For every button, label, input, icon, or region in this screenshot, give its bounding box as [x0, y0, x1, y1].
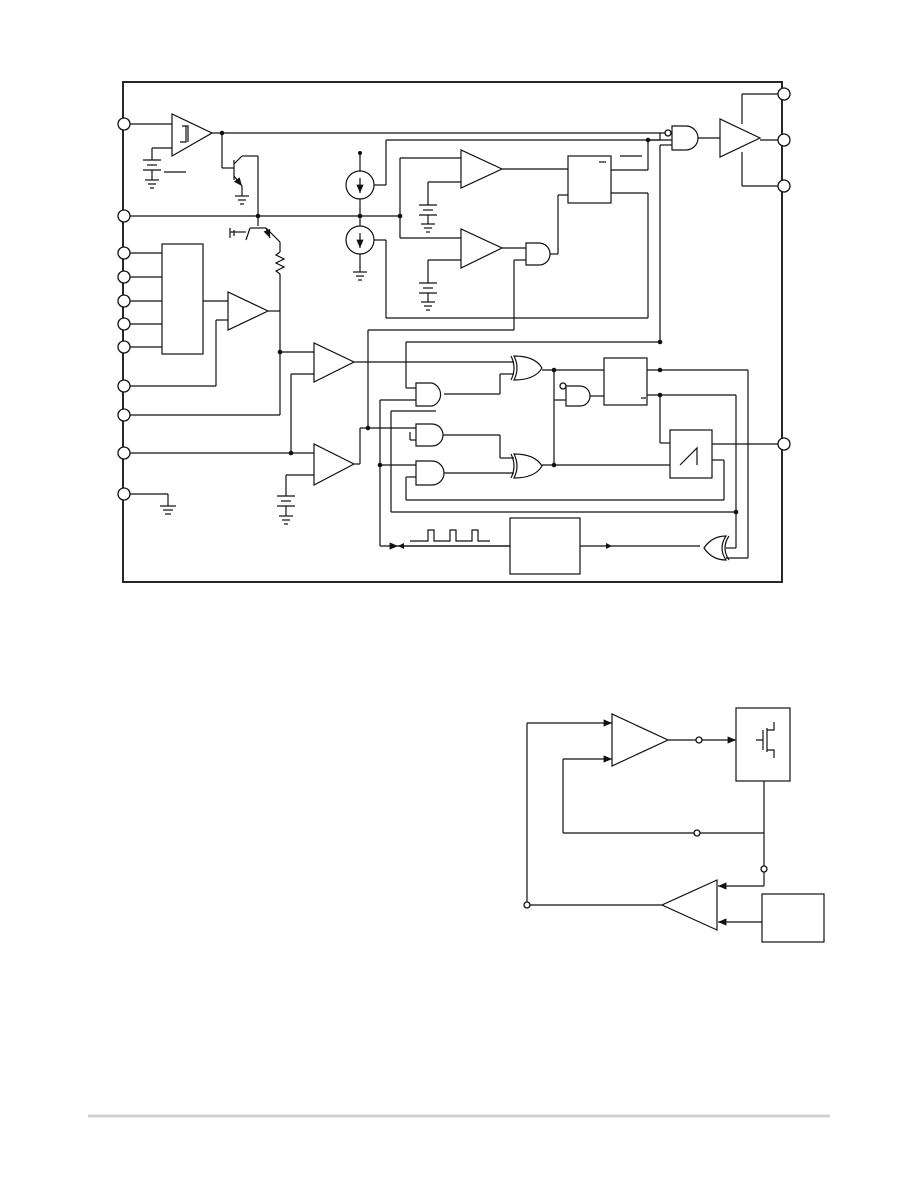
output-and-gate [671, 125, 699, 151]
pin-9 [117, 408, 131, 422]
pin-output [777, 133, 791, 147]
feedback-loop-diagram [523, 707, 825, 943]
amplifier-forward [611, 713, 670, 767]
uv-comparator-bottom [460, 228, 504, 269]
npn-transistor [221, 133, 259, 216]
pulse-train-icon [410, 529, 490, 542]
logic-and-2 [565, 385, 591, 407]
mosfet-icon [756, 722, 775, 758]
pin-10 [117, 446, 131, 460]
multiplexer-block [161, 243, 204, 355]
output-driver [719, 118, 762, 158]
pin-3 [117, 246, 131, 260]
block-diagram [117, 81, 791, 583]
logic-or-3 [703, 535, 728, 561]
logic-and-4 [415, 460, 445, 486]
uvlo-latch [567, 155, 612, 204]
pin-gnd-out [777, 179, 791, 193]
resistor [274, 251, 286, 275]
current-limit-comparator [313, 443, 356, 486]
pwm-flip-flop [603, 357, 648, 406]
uv-comparator-top [460, 149, 504, 189]
pin-ramp [777, 437, 791, 451]
pin-vcc-out [777, 87, 791, 101]
pin-5 [117, 294, 131, 308]
pwm-comparator [313, 342, 356, 383]
pin-6 [117, 317, 131, 331]
pnp-transistor [229, 216, 286, 415]
pin-7 [117, 340, 131, 354]
schmitt-buffer [130, 113, 214, 189]
ramp-generator [669, 429, 713, 479]
chip-outline [122, 81, 783, 583]
pin-11 [117, 487, 131, 501]
uv-and-gate [525, 242, 551, 266]
logic-and-1 [415, 382, 442, 407]
ramp-icon [679, 446, 698, 466]
current-sources [345, 151, 375, 281]
right-pins [777, 87, 791, 451]
sensor-block [761, 893, 825, 943]
pin-4 [117, 270, 131, 284]
left-pins [117, 117, 131, 501]
logic-or-1 [513, 355, 543, 381]
amplifier-feedback [660, 879, 718, 931]
pin-8 [117, 379, 131, 393]
logic-or-2 [513, 453, 543, 479]
pin-2 [117, 209, 131, 223]
error-amplifier [227, 291, 270, 331]
hysteresis-icon [180, 125, 189, 143]
logic-and-3 [415, 423, 444, 447]
oscillator-block [509, 517, 581, 575]
pin-1 [117, 117, 131, 131]
